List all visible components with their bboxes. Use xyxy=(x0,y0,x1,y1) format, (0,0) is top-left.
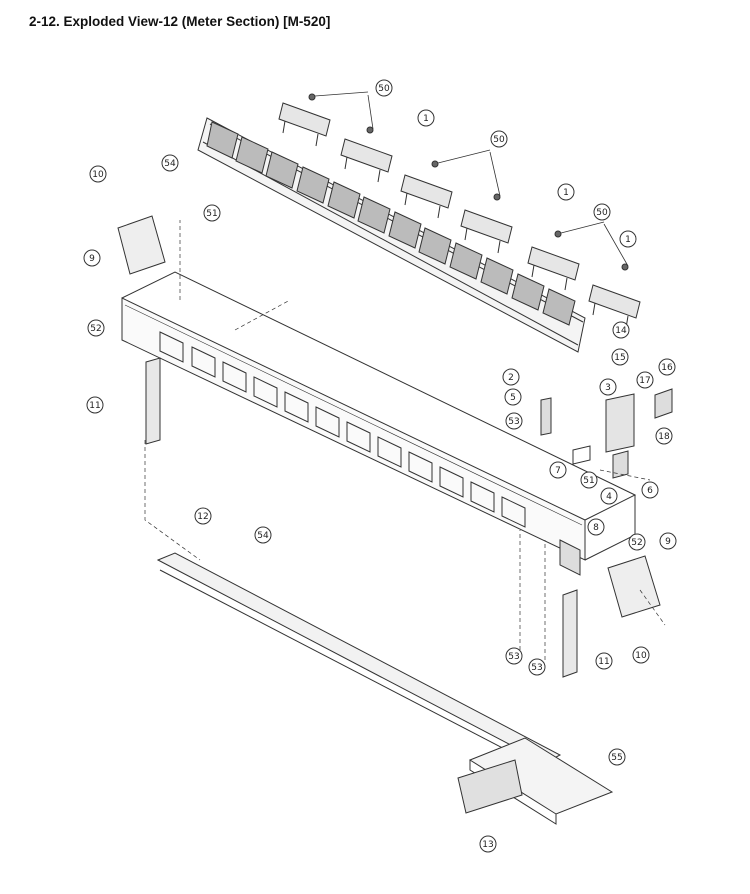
svg-text:10: 10 xyxy=(92,170,104,180)
svg-text:51: 51 xyxy=(583,476,594,486)
svg-text:51: 51 xyxy=(206,209,217,219)
callout-50b: 50 xyxy=(490,130,508,148)
callout-16: 16 xyxy=(658,358,676,376)
callout-4: 4 xyxy=(600,487,618,505)
callout-2: 2 xyxy=(502,368,520,386)
callout-9a: 9 xyxy=(83,249,101,267)
svg-text:53: 53 xyxy=(531,663,542,673)
callout-12: 12 xyxy=(194,507,212,525)
svg-text:50: 50 xyxy=(378,84,390,94)
callout-11a: 11 xyxy=(86,396,104,414)
svg-text:1: 1 xyxy=(625,235,631,245)
svg-text:54: 54 xyxy=(257,531,269,541)
callouts: 50 1 50 1 50 1 10 54 51 9 52 14 15 2 16 … xyxy=(83,79,677,853)
svg-text:11: 11 xyxy=(598,657,609,667)
callout-11b: 11 xyxy=(595,652,613,670)
svg-text:14: 14 xyxy=(615,326,627,336)
callout-50a: 50 xyxy=(375,79,393,97)
connector-plate xyxy=(457,737,614,825)
meter-brackets xyxy=(278,102,641,329)
callout-53a: 53 xyxy=(505,412,523,430)
assembly-lines xyxy=(144,220,666,660)
svg-text:13: 13 xyxy=(482,840,493,850)
callout-51a: 51 xyxy=(203,204,221,222)
callout-3: 3 xyxy=(599,378,617,396)
svg-text:50: 50 xyxy=(493,135,505,145)
svg-text:18: 18 xyxy=(658,432,670,442)
callout-51b: 51 xyxy=(580,471,598,489)
callout-15: 15 xyxy=(611,348,629,366)
callout-54b: 54 xyxy=(254,526,272,544)
meter-bezel-strip xyxy=(197,117,586,353)
callout-18: 18 xyxy=(655,427,673,445)
callout-13: 13 xyxy=(479,835,497,853)
svg-text:53: 53 xyxy=(508,417,519,427)
callout-53c: 53 xyxy=(528,658,546,676)
rear-plate xyxy=(156,552,562,771)
svg-text:1: 1 xyxy=(563,188,569,198)
callout-17: 17 xyxy=(636,371,654,389)
svg-text:15: 15 xyxy=(614,353,625,363)
svg-text:52: 52 xyxy=(631,538,642,548)
svg-text:16: 16 xyxy=(661,363,673,373)
svg-text:17: 17 xyxy=(639,376,650,386)
svg-text:4: 4 xyxy=(606,492,612,502)
svg-text:7: 7 xyxy=(555,466,561,476)
callout-53b: 53 xyxy=(505,647,523,665)
callout-14: 14 xyxy=(612,321,630,339)
page-title: 2-12. Exploded View-12 (Meter Section) [… xyxy=(29,14,331,29)
right-bracket-assembly xyxy=(540,388,673,479)
callout-1a: 1 xyxy=(417,109,435,127)
callout-5: 5 xyxy=(504,388,522,406)
callout-52b: 52 xyxy=(628,533,646,551)
meter-chassis xyxy=(121,271,637,576)
svg-text:9: 9 xyxy=(665,537,671,547)
top-screws xyxy=(308,91,629,271)
svg-text:9: 9 xyxy=(89,254,95,264)
callout-55: 55 xyxy=(608,748,626,766)
svg-text:52: 52 xyxy=(90,324,101,334)
svg-text:12: 12 xyxy=(197,512,208,522)
svg-text:53: 53 xyxy=(508,652,519,662)
svg-text:11: 11 xyxy=(89,401,100,411)
svg-text:5: 5 xyxy=(510,393,516,403)
svg-text:6: 6 xyxy=(647,486,653,496)
callout-50c: 50 xyxy=(593,203,611,221)
svg-text:55: 55 xyxy=(611,753,622,763)
callout-52a: 52 xyxy=(87,319,105,337)
svg-text:54: 54 xyxy=(164,159,176,169)
side-panels xyxy=(117,215,661,618)
callout-10b: 10 xyxy=(632,646,650,664)
vertical-brackets xyxy=(145,357,578,678)
callout-1c: 1 xyxy=(619,230,637,248)
svg-text:2: 2 xyxy=(508,373,514,383)
callout-8: 8 xyxy=(587,518,605,536)
svg-text:50: 50 xyxy=(596,208,608,218)
svg-text:3: 3 xyxy=(605,383,611,393)
svg-text:1: 1 xyxy=(423,114,429,124)
callout-7: 7 xyxy=(549,461,567,479)
callout-6: 6 xyxy=(641,481,659,499)
callout-10a: 10 xyxy=(89,165,107,183)
callout-9b: 9 xyxy=(659,532,677,550)
callout-54a: 54 xyxy=(161,154,179,172)
svg-text:10: 10 xyxy=(635,651,647,661)
callout-1b: 1 xyxy=(557,183,575,201)
svg-text:8: 8 xyxy=(593,523,599,533)
